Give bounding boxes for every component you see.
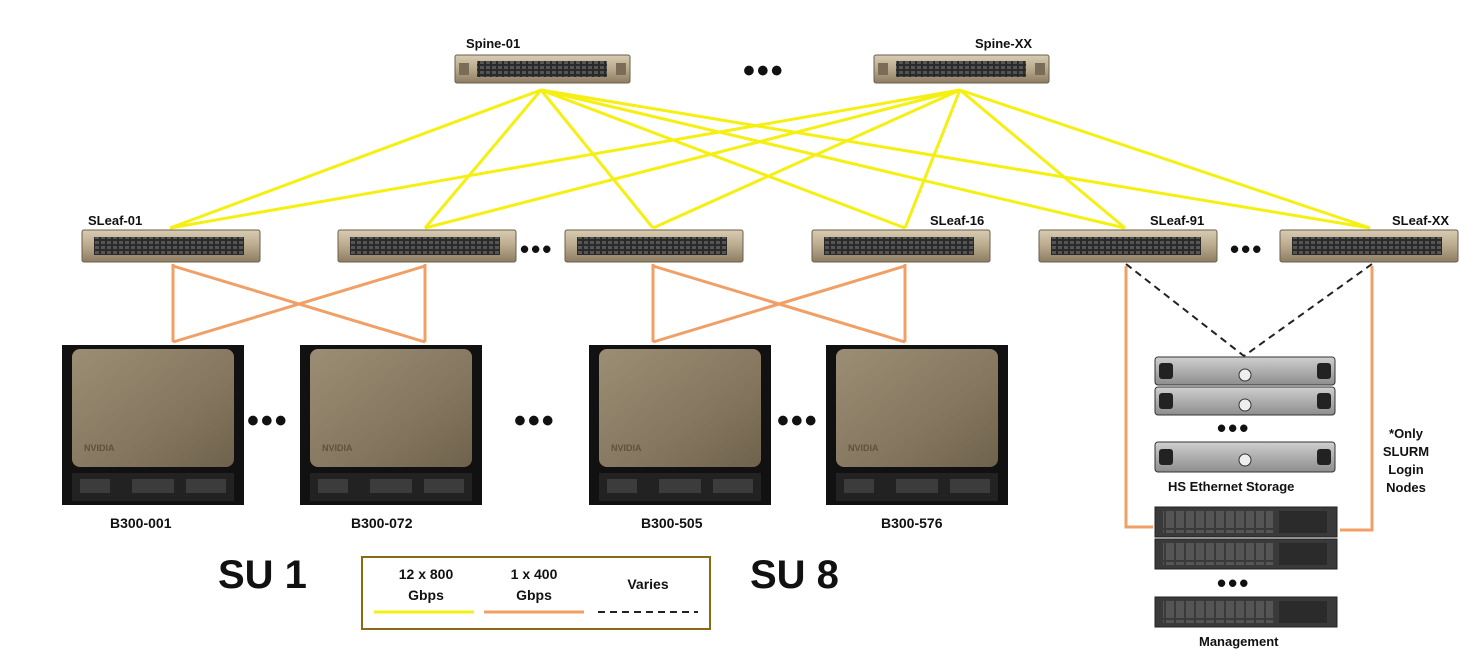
legend-400g-label: 1 x 400: [511, 566, 558, 582]
management-server[interactable]: [1154, 596, 1338, 628]
link-800g: [540, 88, 1126, 230]
management-label: Management: [1199, 634, 1279, 649]
link-800g: [959, 88, 1371, 230]
management-server[interactable]: [1154, 538, 1338, 570]
legend-800g-unit: Gbps: [408, 587, 444, 603]
nvidia-logo: NVIDIA: [84, 443, 115, 453]
ellipsis: •••: [1217, 413, 1250, 443]
leaf-label: SLeaf-XX: [1392, 213, 1449, 228]
link-800g: [540, 88, 906, 230]
link-800g: [959, 88, 1126, 230]
ellipsis: •••: [743, 52, 785, 90]
leaf-switch[interactable]: [564, 229, 744, 263]
gpu-server[interactable]: NVIDIA: [826, 345, 1008, 505]
leaf-server-links: [171, 264, 1374, 532]
legend: 12 x 800 Gbps 1 x 400 Gbps Varies: [361, 556, 711, 630]
ellipsis: •••: [777, 402, 819, 440]
login-note-line: *Only: [1389, 426, 1424, 441]
storage-server[interactable]: [1154, 441, 1336, 473]
link-800g: [423, 89, 543, 229]
leaf-label: SLeaf-01: [88, 213, 142, 228]
link-varies: [1125, 263, 1245, 357]
su-label: SU 8: [750, 553, 839, 597]
login-note-line: Login: [1388, 462, 1423, 477]
ellipsis: •••: [247, 402, 289, 440]
storage-server[interactable]: [1154, 356, 1336, 386]
gpu-server[interactable]: NVIDIA: [300, 345, 482, 505]
gpu-server[interactable]: NVIDIA: [589, 345, 771, 505]
legend-800g-label: 12 x 800: [399, 566, 454, 582]
leaf-switch[interactable]: [337, 229, 517, 263]
link-800g: [539, 89, 655, 229]
link-800g: [424, 88, 961, 230]
nvidia-logo: NVIDIA: [848, 443, 879, 453]
link-400g: [1340, 266, 1374, 532]
link-400g: [1124, 266, 1153, 529]
spine-switch[interactable]: [454, 54, 631, 84]
leaf-switch[interactable]: [81, 229, 261, 263]
link-800g: [169, 88, 961, 230]
ellipsis: •••: [1230, 234, 1263, 264]
spine-leaf-links: [169, 88, 1371, 230]
ellipsis: •••: [1217, 568, 1250, 598]
spine-switch[interactable]: [873, 54, 1050, 84]
nvidia-logo: NVIDIA: [611, 443, 642, 453]
legend-400g-unit: Gbps: [516, 587, 552, 603]
legend-varies-label: Varies: [627, 576, 668, 592]
server-label: B300-576: [881, 515, 943, 531]
leaf-label: SLeaf-16: [930, 213, 984, 228]
storage-server[interactable]: [1154, 386, 1336, 416]
server-label: B300-001: [110, 515, 172, 531]
ellipsis: •••: [520, 234, 553, 264]
gpu-server[interactable]: NVIDIA: [62, 345, 244, 505]
login-note: *Only SLURM Login Nodes: [1383, 426, 1429, 495]
link-800g: [652, 88, 961, 230]
storage-links: [1125, 263, 1373, 357]
login-note-line: SLURM: [1383, 444, 1429, 459]
leaf-switch[interactable]: [1038, 229, 1218, 263]
spine-label: Spine-XX: [975, 36, 1032, 51]
link-400g: [172, 264, 426, 344]
management-server[interactable]: [1154, 506, 1338, 538]
login-note-line: Nodes: [1386, 480, 1426, 495]
server-label: B300-505: [641, 515, 703, 531]
su-label: SU 1: [218, 553, 307, 597]
leaf-switch[interactable]: [811, 229, 991, 263]
link-800g: [540, 88, 1371, 230]
link-800g: [169, 88, 542, 230]
server-label: B300-072: [351, 515, 413, 531]
spine-label: Spine-01: [466, 36, 520, 51]
leaf-label: SLeaf-91: [1150, 213, 1204, 228]
leaf-switch[interactable]: [1279, 229, 1459, 263]
link-400g: [652, 264, 906, 344]
link-800g: [903, 89, 962, 229]
nvidia-logo: NVIDIA: [322, 443, 353, 453]
link-varies: [1243, 263, 1373, 357]
storage-label: HS Ethernet Storage: [1168, 479, 1294, 494]
ellipsis: •••: [514, 402, 556, 440]
